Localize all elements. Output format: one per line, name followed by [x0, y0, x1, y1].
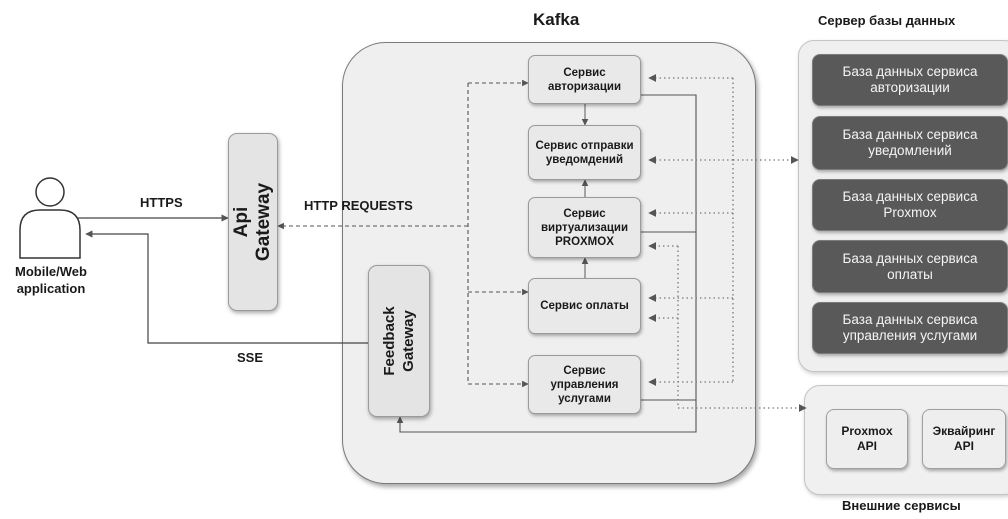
feedback-gateway-label: Feedback Gateway [381, 306, 417, 376]
client-label: Mobile/Web application [15, 264, 87, 296]
service-notifications: Сервис отправки уведомдений [528, 125, 641, 180]
acquiring-api: Эквайринг API [922, 409, 1006, 469]
api-gateway-box: Api Gateway [228, 133, 278, 311]
db-server-title: Сервер базы данных [818, 13, 956, 28]
https-label: HTTPS [140, 195, 183, 210]
kafka-title: Kafka [533, 10, 580, 29]
db-management: База данных сервиса управления услугами [812, 302, 1008, 354]
user-icon [19, 177, 81, 259]
sse-edge [85, 230, 368, 344]
service-authorization: Сервис авторизации [528, 55, 641, 104]
external-services-title: Внешние сервисы [842, 498, 961, 513]
api-gateway-label: Api Gateway [231, 182, 274, 262]
db-authorization: База данных сервиса авторизации [812, 54, 1008, 106]
service-virtualization: Сервис виртуализации PROXMOX [528, 197, 641, 258]
db-notifications: База данных сервиса уведомлений [812, 116, 1008, 170]
service-management: Сервис управления услугами [528, 355, 641, 414]
sse-label: SSE [237, 350, 264, 365]
db-proxmox: База данных сервиса Proxmox [812, 179, 1008, 231]
feedback-gateway-box: Feedback Gateway [368, 265, 430, 417]
service-payment: Сервис оплаты [528, 278, 641, 334]
db-payment: База данных сервиса оплаты [812, 240, 1008, 293]
proxmox-api: Proxmox API [826, 409, 908, 469]
feedback-edge [396, 94, 697, 433]
http-requests-label: HTTP REQUESTS [304, 198, 413, 213]
